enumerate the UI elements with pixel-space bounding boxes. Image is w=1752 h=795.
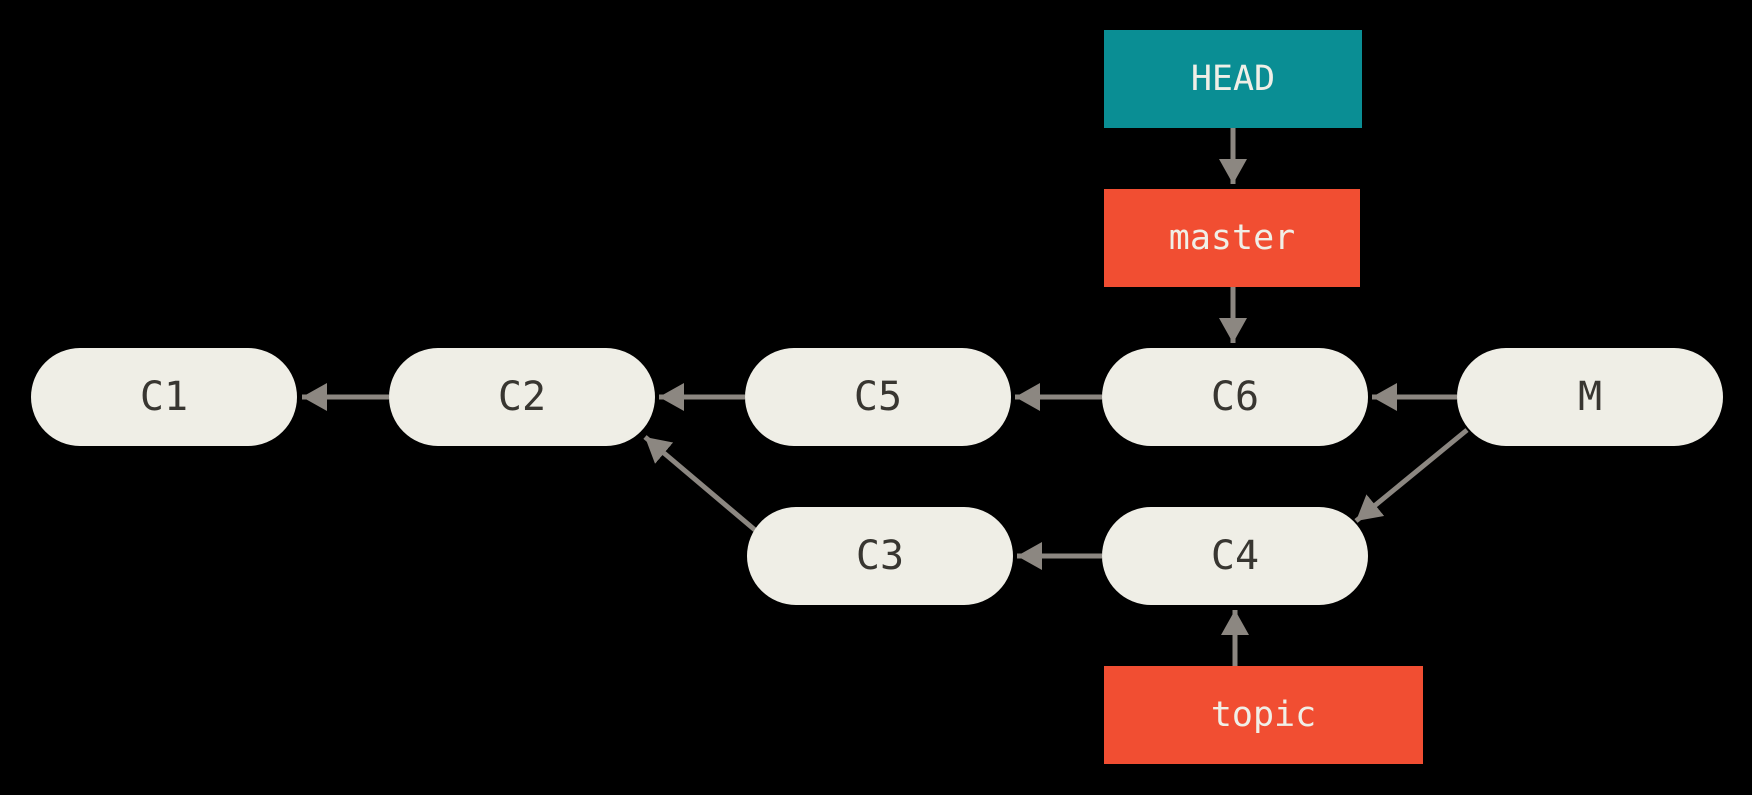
commit-node-c3: C3: [747, 507, 1013, 605]
commit-node-c2: C2: [389, 348, 655, 446]
commit-node-c1: C1: [31, 348, 297, 446]
commit-node-c6: C6: [1102, 348, 1368, 446]
arrow-c3-to-c2: [643, 435, 757, 532]
commit-node-c5: C5: [745, 348, 1011, 446]
commit-node-m: M: [1457, 348, 1723, 446]
arrow-m-to-c4: [1354, 428, 1469, 523]
branch-label-topic: topic: [1104, 666, 1423, 764]
commit-node-c4: C4: [1102, 507, 1368, 605]
head-ref-label: HEAD: [1104, 30, 1362, 128]
branch-label-master: master: [1104, 189, 1360, 287]
